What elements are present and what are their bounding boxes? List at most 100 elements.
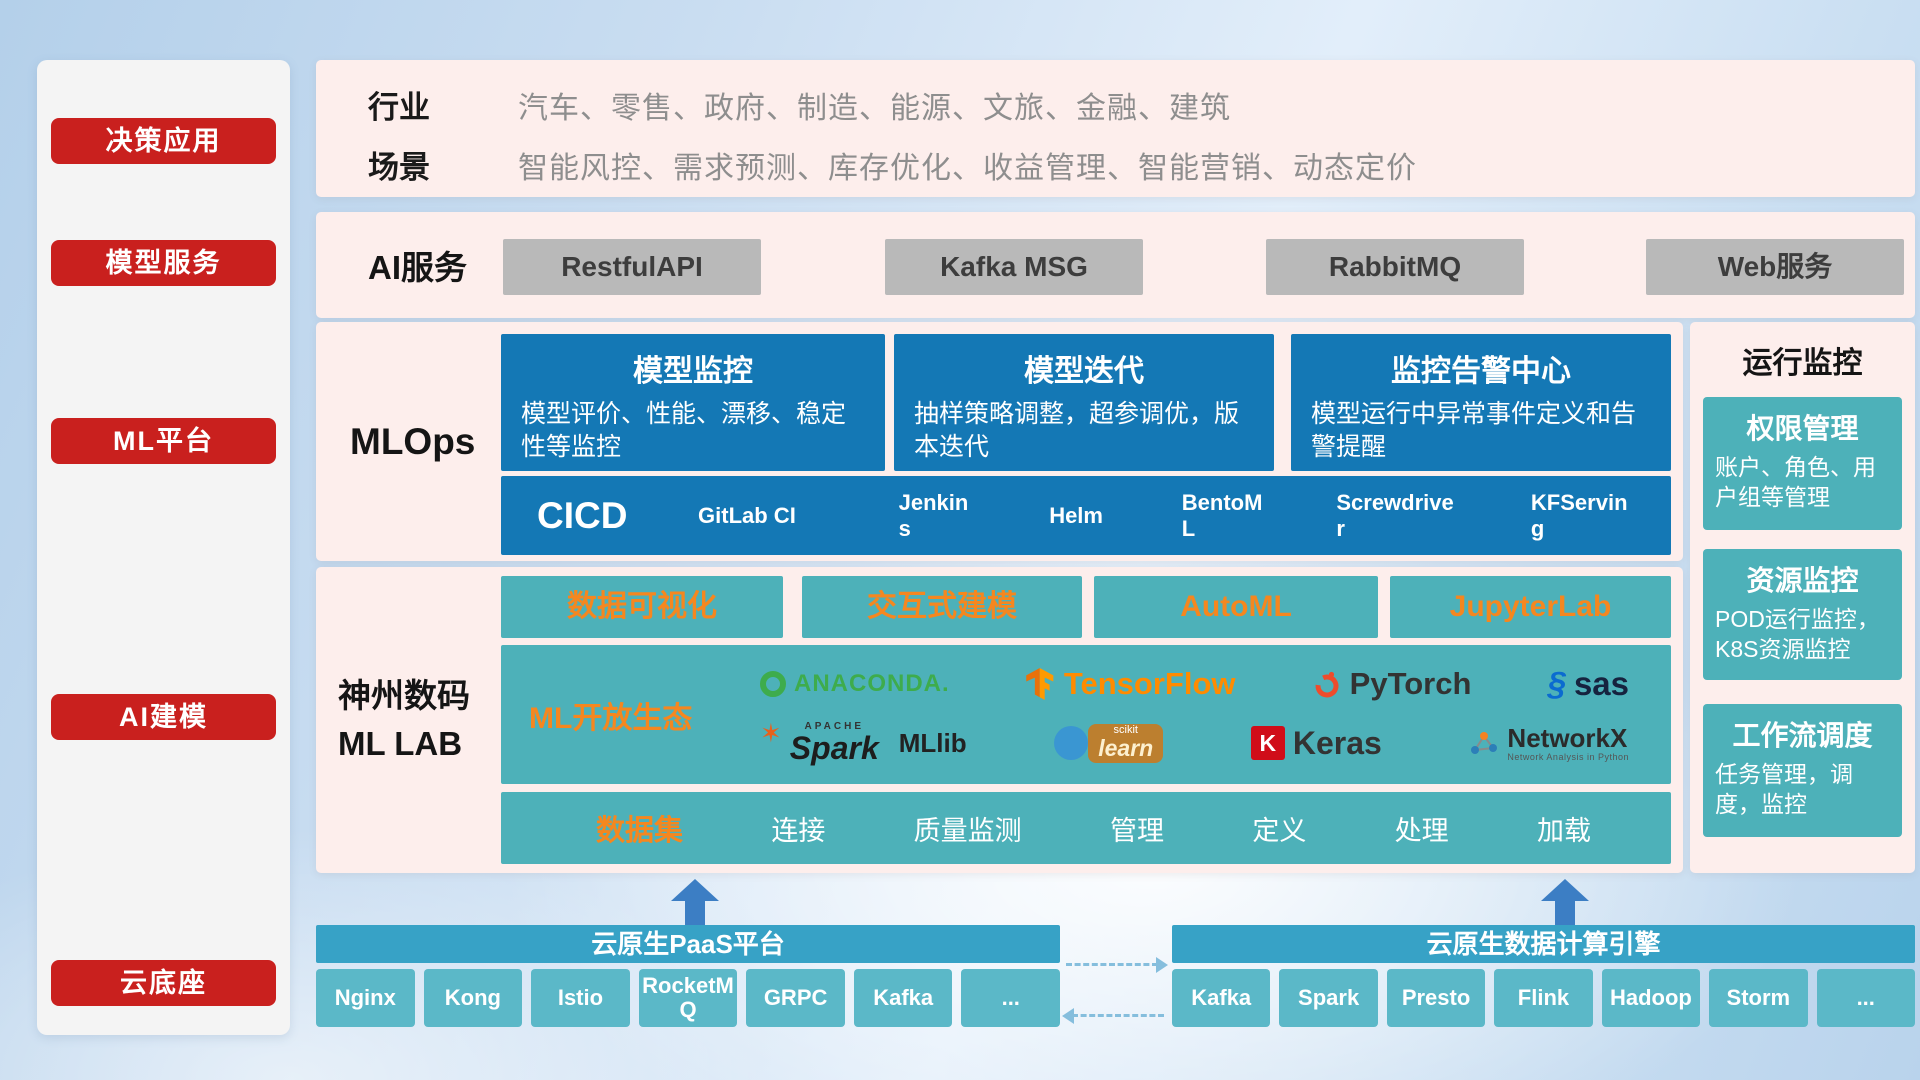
ecosystem-logo-row-2: ✶ APACHE Spark MLlib scikit learn K — [726, 718, 1663, 767]
pytorch-text: PyTorch — [1349, 665, 1472, 701]
mllab-label: 神州数码 ML LAB — [338, 672, 470, 768]
cicd-bar: CICD GitLab CI Jenkins Helm BentoML Scre… — [501, 476, 1671, 555]
networkx-logo: NetworkX Network Analysis in Python — [1469, 724, 1629, 762]
model-iteration-card: 模型迭代 抽样策略调整，超参调优，版本迭代 — [894, 334, 1274, 471]
tensorflow-logo: TensorFlow — [1026, 666, 1236, 702]
card-title: 工作流调度 — [1732, 720, 1873, 751]
dashed-arrow-left-head — [1062, 1008, 1074, 1024]
restful-api-button: RestfulAPI — [503, 239, 761, 295]
card-desc: POD运行监控，K8S资源监控 — [1715, 606, 1880, 662]
up-arrow-right-icon — [1541, 879, 1589, 901]
anaconda-text: ANACONDA. — [794, 669, 950, 697]
rabbitmq-button: RabbitMQ — [1266, 239, 1524, 295]
tensorflow-text: TensorFlow — [1063, 665, 1236, 701]
engine-presto-button: Presto — [1386, 969, 1486, 1027]
dataset-item-manage: 管理 — [1110, 815, 1164, 846]
data-visualization-cell: 数据可视化 — [501, 576, 783, 638]
anaconda-logo: ANACONDA. — [760, 670, 950, 698]
card-title: 模型监控 — [633, 355, 753, 388]
kong-button: Kong — [423, 969, 523, 1027]
engine-storm-button: Storm — [1709, 969, 1808, 1027]
up-arrow-left-icon — [671, 879, 719, 901]
pytorch-logo: PyTorch — [1312, 665, 1472, 702]
jupyterlab-cell: JupyterLab — [1390, 576, 1671, 638]
sidebar: 决策应用 模型服务 ML平台 AI建模 云底座 — [37, 60, 290, 1035]
dashed-arrow-left-line — [1072, 1014, 1164, 1017]
automl-cell: AutoML — [1094, 576, 1378, 638]
istio-button: Istio — [531, 969, 630, 1027]
ml-ecosystem-box: ML开放生态 ANACONDA. TensorFlow — [501, 645, 1671, 784]
dataset-item-quality: 质量监测 — [913, 815, 1022, 846]
industry-list: 汽车、零售、政府、制造、能源、文旅、金融、建筑 — [518, 92, 1231, 125]
nginx-button: Nginx — [316, 969, 415, 1027]
engine-hadoop-button: Hadoop — [1601, 969, 1701, 1027]
sas-text: sas — [1573, 664, 1629, 702]
mlops-panel: MLOps 模型监控 模型评价、性能、漂移、稳定性等监控 模型迭代 抽样策略调整… — [316, 322, 1683, 561]
alert-center-card: 监控告警中心 模型运行中异常事件定义和告警提醒 — [1291, 334, 1671, 471]
industry-label: 行业 — [368, 90, 430, 125]
model-monitoring-card: 模型监控 模型评价、性能、漂移、稳定性等监控 — [501, 334, 885, 471]
mllab-label-line2: ML LAB — [338, 725, 463, 762]
dashed-arrow-right-line — [1066, 963, 1158, 966]
ai-service-panel: AI服务 RestfulAPI Kafka MSG RabbitMQ Web服务 — [316, 212, 1915, 318]
scikit-learn-icon — [1054, 726, 1089, 761]
scenario-list: 智能风控、需求预测、库存优化、收益管理、智能营销、动态定价 — [518, 152, 1417, 185]
sidebar-item-ai-modeling: AI建模 — [51, 694, 276, 740]
dataset-bar: 数据集 连接 质量监测 管理 定义 处理 加载 — [501, 792, 1671, 864]
dataset-item-process: 处理 — [1394, 815, 1449, 846]
rocketmq-button: RocketMQ — [638, 969, 738, 1027]
interactive-modeling-cell: 交互式建模 — [802, 576, 1082, 638]
dashed-arrow-right-head — [1156, 957, 1168, 973]
sas-logo: § sas — [1548, 665, 1629, 703]
cicd-item-screwdriver: Screwdriver — [1336, 490, 1454, 541]
paas-platform-header: 云原生PaaS平台 — [316, 925, 1060, 963]
networkx-subtitle: Network Analysis in Python — [1507, 751, 1629, 762]
scikit-learn-logo: scikit learn — [1054, 723, 1164, 763]
mllab-panel: 神州数码 ML LAB 数据可视化 交互式建模 AutoML JupyterLa… — [316, 567, 1683, 873]
keras-icon: K — [1250, 726, 1285, 761]
kafka-button: Kafka — [853, 969, 953, 1027]
networkx-icon — [1471, 732, 1498, 755]
grpc-button: GRPC — [746, 969, 845, 1027]
ml-ecosystem-label: ML开放生态 — [529, 701, 693, 735]
learn-text: learn — [1098, 734, 1154, 761]
card-desc: 抽样策略调整，超参调优，版本迭代 — [914, 400, 1240, 461]
scikit-text: scikit — [1113, 723, 1138, 736]
card-desc: 任务管理，调度，监控 — [1715, 761, 1853, 817]
engine-more-button: ... — [1816, 969, 1915, 1027]
card-title: 权限管理 — [1746, 413, 1859, 444]
card-desc: 模型评价、性能、漂移、稳定性等监控 — [521, 400, 847, 461]
permission-management-card: 权限管理 账户、角色、用户组等管理 — [1703, 397, 1902, 530]
scenario-label: 场景 — [368, 150, 430, 185]
ai-service-label: AI服务 — [368, 249, 467, 286]
cicd-item-jenkins: Jenkins — [898, 490, 969, 541]
engine-kafka-button: Kafka — [1172, 969, 1271, 1027]
dataset-item-load: 加载 — [1536, 815, 1591, 846]
paas-buttons-row: Nginx Kong Istio RocketMQ GRPC Kafka ... — [316, 969, 1061, 1027]
mlops-label: MLOps — [350, 420, 476, 462]
engine-flink-button: Flink — [1494, 969, 1593, 1027]
card-title: 模型迭代 — [1024, 355, 1144, 388]
runtime-monitoring-panel: 运行监控 权限管理 账户、角色、用户组等管理 资源监控 POD运行监控，K8S资… — [1690, 322, 1915, 873]
card-desc: 账户、角色、用户组等管理 — [1715, 454, 1876, 510]
spark-mllib-logo: ✶ APACHE Spark MLlib — [760, 718, 967, 767]
networkx-text: NetworkX — [1507, 723, 1628, 754]
card-title: 资源监控 — [1746, 565, 1859, 596]
ecosystem-logo-row-1: ANACONDA. TensorFlow PyTorch — [726, 665, 1663, 703]
dataset-item-define: 定义 — [1252, 815, 1307, 846]
cicd-item-gitlab-ci: GitLab CI — [698, 502, 796, 528]
spark-text: Spark — [789, 730, 879, 767]
cicd-item-helm: Helm — [1049, 502, 1103, 528]
sidebar-item-cloud-base: 云底座 — [51, 960, 276, 1006]
paas-more-button: ... — [961, 969, 1061, 1027]
pytorch-icon — [1315, 671, 1339, 698]
up-arrow-right-shaft — [1555, 899, 1575, 925]
sidebar-item-ml-platform: ML平台 — [51, 418, 276, 464]
engine-spark-button: Spark — [1279, 969, 1378, 1027]
kafka-msg-button: Kafka MSG — [885, 239, 1143, 295]
data-engine-header: 云原生数据计算引擎 — [1172, 925, 1915, 963]
card-title: 监控告警中心 — [1391, 355, 1571, 388]
spark-icon: ✶ — [760, 717, 782, 748]
card-desc: 模型运行中异常事件定义和告警提醒 — [1311, 400, 1637, 461]
tensorflow-icon — [1026, 667, 1054, 700]
